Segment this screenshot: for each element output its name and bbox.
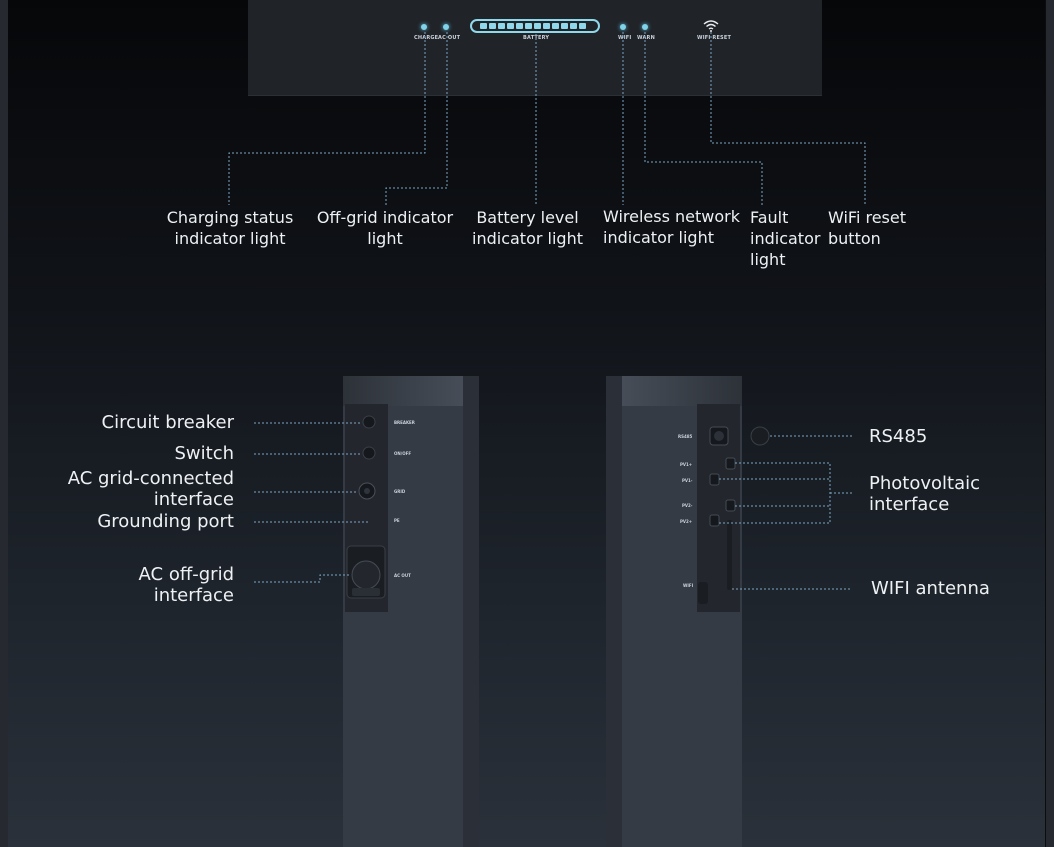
pv1-minus-label: PV1- [682, 478, 693, 483]
wifi-reset-icon[interactable] [703, 19, 719, 32]
rs485-callout: RS485 [869, 426, 928, 447]
charge-label: CHARGE [414, 35, 439, 41]
rs485-port-label: RS485 [678, 434, 693, 439]
ac-out-port-label: AC OUT [394, 573, 411, 578]
ac-out-label: AC OUT [438, 35, 461, 41]
left-device-top [343, 376, 479, 406]
breaker-port-label: BREAKER [394, 420, 415, 425]
grid-port-label: GRID [394, 489, 406, 494]
right-device-side [606, 376, 622, 847]
right-device-top [606, 376, 742, 406]
indicator-panel [248, 0, 822, 96]
battery-level-bar [470, 19, 600, 33]
wifi-antenna-base [698, 582, 708, 604]
onoff-switch[interactable] [362, 446, 376, 460]
wifi-antenna [727, 520, 732, 590]
diagram-stage [8, 0, 1045, 847]
antenna-callout: WIFI antenna [871, 578, 990, 599]
onoff-port-label: ON/OFF [394, 451, 412, 456]
right-edge [1046, 0, 1054, 847]
ac-out-led-icon [443, 24, 449, 30]
left-edge [0, 0, 8, 847]
breaker-knob [362, 415, 376, 429]
pv2-plus-port [709, 514, 720, 527]
pv1-plus-label: PV1+ [680, 462, 693, 467]
pv2-plus-label: PV2+ [680, 519, 693, 524]
warn-label: WARN [637, 35, 655, 41]
wifi-label: WIFI [618, 35, 632, 41]
left-device-side [463, 376, 479, 847]
switch-callout: Switch [174, 443, 234, 464]
rs485-cap [750, 426, 770, 446]
charge-led-icon [421, 24, 427, 30]
warn-led-icon [642, 24, 648, 30]
pv2-minus-label: PV2- [682, 503, 693, 508]
ground-callout: Grounding port [97, 511, 234, 532]
pe-port-label: PE [394, 518, 400, 523]
wifi-reset-label: WIFI RESET [697, 35, 732, 41]
breaker-callout: Circuit breaker [101, 412, 234, 433]
wifi-port-label: WIFI [683, 583, 694, 588]
wifi-led-icon [620, 24, 626, 30]
